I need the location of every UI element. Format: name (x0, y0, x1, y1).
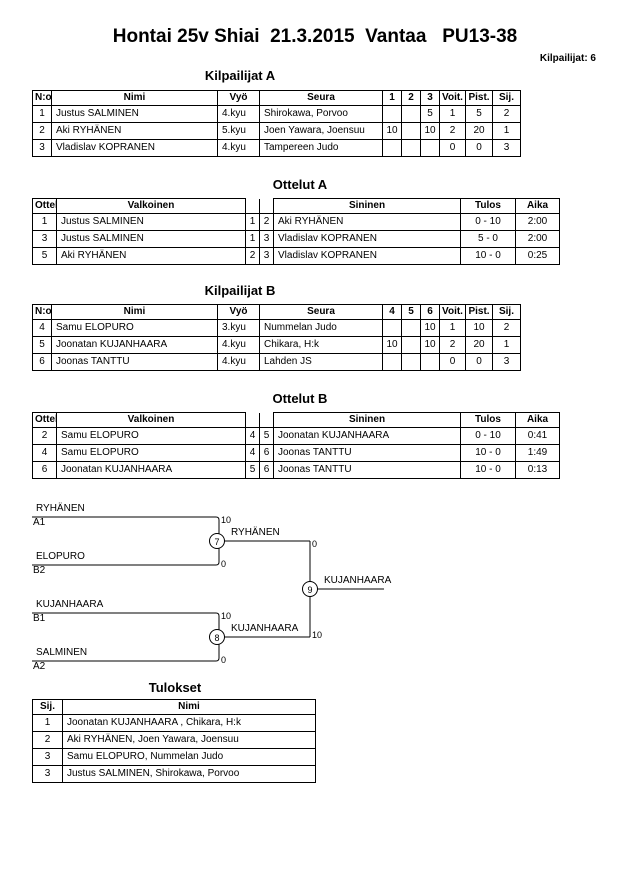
bracket-seed: A1 (33, 517, 46, 528)
table-row: 3 Samu ELOPURO, Nummelan Judo (32, 748, 316, 766)
bracket-winner: KUJANHAARA (231, 623, 299, 634)
results-header-row: Sij. Nimi (32, 699, 316, 715)
match-9-marker: 9 (302, 581, 318, 597)
bracket-seed: B1 (33, 613, 46, 624)
bracket-score: 10 (221, 611, 232, 621)
bracket-name-elopuro: ELOPURO (36, 551, 85, 562)
table-row: 4 Samu ELOPURO 4 6 Joonas TANTTU 10 - 0 … (32, 444, 560, 462)
col-header: Nimi (62, 699, 316, 715)
table-row: 3 Justus SALMINEN 1 3 Vladislav KOPRANEN… (32, 230, 560, 248)
bracket-seed: A2 (33, 661, 46, 672)
cell: Vladislav KOPRANEN (273, 247, 461, 265)
cell: 0:25 (515, 247, 560, 265)
cell: Joonatan KUJANHAARA , Chikara, H:k (62, 714, 316, 732)
results-table: Sij. Nimi 1 Joonatan KUJANHAARA , Chikar… (32, 699, 316, 783)
cell: 3 (492, 353, 521, 371)
bracket-score: 10 (312, 630, 323, 640)
col-header: Sij. (32, 699, 63, 715)
bracket-seed: B2 (33, 565, 46, 576)
cell: 1 (32, 714, 63, 732)
table-row: 3 Justus SALMINEN, Shirokawa, Porvoo (32, 765, 316, 783)
cell: 2 (32, 731, 63, 749)
bracket-name-kujanhaara: KUJANHAARA (36, 599, 104, 610)
matches-a-table: Ottelu Valkoinen Sininen Tulos Aika 1 Ju… (32, 198, 560, 265)
table-row: 6 Joonas TANTTU 4.kyu Lahden JS 0 0 3 (32, 353, 521, 371)
table-row: 2 Aki RYHÄNEN 5.kyu Joen Yawara, Joensuu… (32, 122, 521, 140)
table-row: 5 Aki RYHÄNEN 2 3 Vladislav KOPRANEN 10 … (32, 247, 560, 265)
table-row: 2 Samu ELOPURO 4 5 Joonatan KUJANHAARA 0… (32, 427, 560, 445)
bracket-final-winner: KUJANHAARA (324, 575, 392, 586)
cell: Joonas TANTTU (273, 461, 461, 479)
table-row: 6 Joonatan KUJANHAARA 5 6 Joonas TANTTU … (32, 461, 560, 479)
matches-b-header-row: Ottelu Valkoinen Sininen Tulos Aika (32, 412, 560, 428)
col-header: Sij. (492, 304, 521, 320)
matches-b-heading: Ottelut B (272, 391, 328, 406)
cell: Joonas TANTTU (51, 353, 218, 371)
table-row: 5 Joonatan KUJANHAARA 4.kyu Chikara, H:k… (32, 336, 521, 354)
pool-b-table: N:o Nimi Vyö Seura 4 5 6 Voit. Pist. Sij… (32, 304, 521, 371)
cell: 3 (32, 748, 63, 766)
cell: 4.kyu (217, 139, 260, 157)
bracket-name-ryhanen: RYHÄNEN (36, 503, 85, 514)
match-7-marker: 7 (209, 533, 225, 549)
matches-a-heading: Ottelut A (272, 177, 328, 192)
cell: Justus SALMINEN, Shirokawa, Porvoo (62, 765, 316, 783)
competitor-count: Kilpailijat: 6 (539, 53, 596, 64)
bracket-score: 10 (221, 515, 232, 525)
pool-b-heading: Kilpailijat B (204, 283, 276, 298)
cell: Samu ELOPURO, Nummelan Judo (62, 748, 316, 766)
pool-a-heading: Kilpailijat A (204, 68, 276, 83)
cell: 3 (492, 139, 521, 157)
cell: 2:00 (515, 213, 560, 231)
matches-a-header-row: Ottelu Valkoinen Sininen Tulos Aika (32, 198, 560, 214)
table-row: 1 Joonatan KUJANHAARA , Chikara, H:k (32, 714, 316, 732)
table-row: 2 Aki RYHÄNEN, Joen Yawara, Joensuu (32, 731, 316, 749)
bracket-score: 0 (221, 655, 227, 665)
results-heading: Tulokset (148, 680, 202, 695)
cell: 0:13 (515, 461, 560, 479)
table-row: 1 Justus SALMINEN 1 2 Aki RYHÄNEN 0 - 10… (32, 213, 560, 231)
bracket-winner: RYHÄNEN (231, 527, 280, 538)
cell: 3 (32, 765, 63, 783)
bracket-name-salminen: SALMINEN (36, 647, 88, 658)
table-row: 3 Vladislav KOPRANEN 4.kyu Tampereen Jud… (32, 139, 521, 157)
matches-b-table: Ottelu Valkoinen Sininen Tulos Aika 2 Sa… (32, 412, 560, 479)
cell: 4.kyu (217, 353, 260, 371)
cell: Aki RYHÄNEN, Joen Yawara, Joensuu (62, 731, 316, 749)
match-8-marker: 8 (209, 629, 225, 645)
bracket-score: 0 (312, 539, 318, 549)
bracket-score: 0 (221, 559, 227, 569)
page-title: Hontai 25v Shiai 21.3.2015 Vantaa PU13-3… (112, 26, 518, 47)
table-row: 1 Justus SALMINEN 4.kyu Shirokawa, Porvo… (32, 105, 521, 123)
table-row: 4 Samu ELOPURO 3.kyu Nummelan Judo 10 1 … (32, 319, 521, 337)
cell: 5 (245, 461, 260, 479)
pool-a-table: N:o Nimi Vyö Seura 1 2 3 Voit. Pist. Sij… (32, 90, 521, 157)
